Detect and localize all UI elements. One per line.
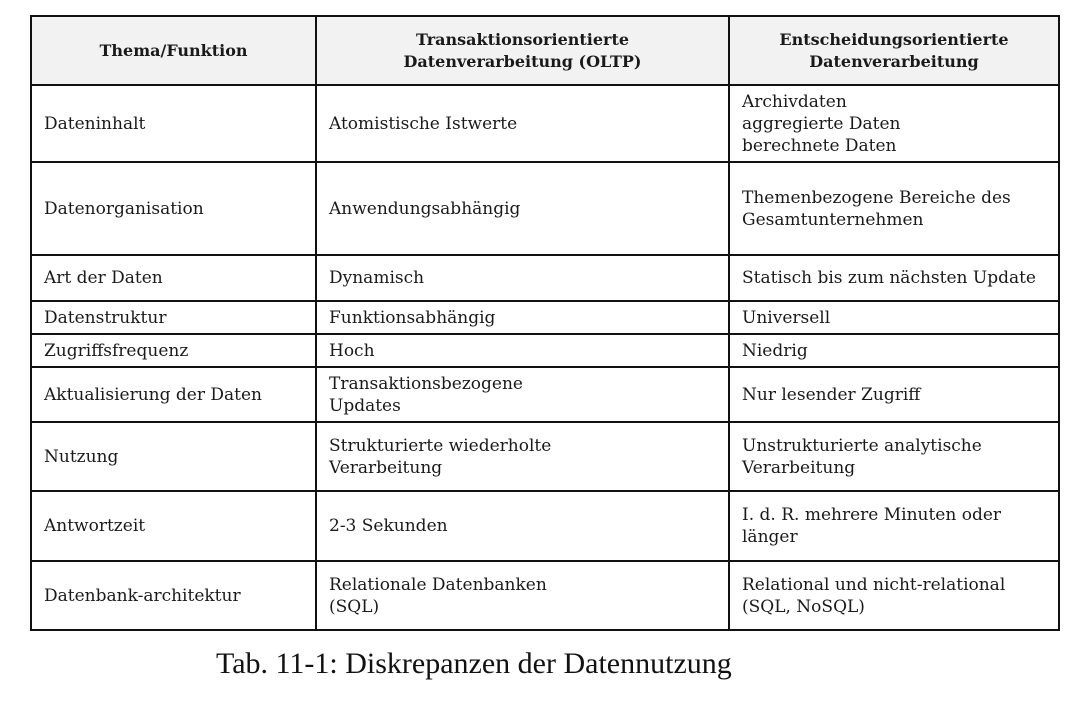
cell-decision: Nur lesender Zugriff [728,366,1060,423]
table-row: Antwortzeit 2-3 Sekunden I. d. R. mehrer… [30,490,1060,562]
cell-topic: Art der Daten [30,254,317,302]
table-row: Dateninhalt Atomistische Istwerte Archiv… [30,84,1060,163]
cell-line: Funktionsabhängig [329,307,496,328]
cell-line: aggregierte Daten [742,113,901,134]
cell-decision: Unstrukturierte analytische Verarbeitung [728,421,1060,492]
table-header-row: Thema/Funktion Transaktionsorientierte D… [30,15,1060,86]
header-oltp: Transaktionsorientierte Datenverarbeitun… [315,15,730,86]
cell-line: Updates [329,395,401,416]
table-row: Zugriffsfrequenz Hoch Niedrig [30,333,1060,368]
table-row: Datenbank-architektur Relationale Datenb… [30,560,1060,631]
header-line: Datenverarbeitung [809,51,979,71]
cell-topic: Aktualisierung der Daten [30,366,317,423]
cell-line: Niedrig [742,340,808,361]
cell-line: Antwortzeit [44,516,146,536]
cell-decision: Archivdaten aggregierte Daten berechnete… [728,84,1060,163]
cell-line: (SQL, NoSQL) [742,596,865,617]
cell-topic: Datenbank-architektur [30,560,317,631]
cell-oltp: Dynamisch [315,254,730,302]
cell-oltp: Hoch [315,333,730,368]
cell-decision: Statisch bis zum nächsten Update [728,254,1060,302]
cell-line: Nutzung [44,446,119,467]
comparison-table-container: Thema/Funktion Transaktionsorientierte D… [30,15,1060,631]
cell-line: Anwendungsabhängig [329,198,521,219]
cell-line: Strukturierte wiederholte [329,435,552,456]
cell-topic: Dateninhalt [30,84,317,163]
cell-line: Datenstruktur [44,307,167,328]
table-caption: Tab. 11-1: Diskrepanzen der Datennutzung [216,647,732,680]
cell-oltp: Anwendungsabhängig [315,161,730,256]
cell-line: Dateninhalt [44,113,146,134]
cell-oltp: Strukturierte wiederholte Verarbeitung [315,421,730,492]
table-row: Aktualisierung der Daten Transaktionsbez… [30,366,1060,423]
cell-oltp: Relationale Datenbanken (SQL) [315,560,730,631]
cell-topic: Nutzung [30,421,317,492]
cell-line: Statisch bis zum nächsten Update [742,268,1036,288]
cell-line: Archivdaten [742,91,847,112]
cell-oltp: Transaktionsbezogene Updates [315,366,730,423]
cell-decision: Themenbezogene Bereiche des Gesamtuntern… [728,161,1060,256]
table-row: Art der Daten Dynamisch Statisch bis zum… [30,254,1060,302]
header-line: Entscheidungsorientierte [779,29,1009,49]
cell-line: Themenbezogene Bereiche des [742,187,1011,208]
cell-line: I. d. R. mehrere Minuten oder [742,505,1002,525]
cell-topic: Datenstruktur [30,300,317,335]
cell-line: Relationale Datenbanken [329,574,547,595]
cell-topic: Antwortzeit [30,490,317,562]
cell-line: Art der Daten [44,268,163,288]
cell-oltp: 2-3 Sekunden [315,490,730,562]
cell-line: Transaktionsbezogene [329,373,523,394]
cell-decision: Universell [728,300,1060,335]
cell-oltp: Funktionsabhängig [315,300,730,335]
cell-line: Dynamisch [329,268,425,288]
header-line: Datenverarbeitung (OLTP) [403,51,642,71]
cell-topic: Datenorganisation [30,161,317,256]
cell-line: Relational und nicht-relational [742,574,1006,595]
table-row: Datenstruktur Funktionsabhängig Universe… [30,300,1060,335]
cell-line: Verarbeitung [742,457,856,478]
cell-line: Verarbeitung [329,457,443,478]
cell-line: berechnete Daten [742,135,897,156]
cell-line: (SQL) [329,596,380,617]
table-row: Nutzung Strukturierte wiederholte Verarb… [30,421,1060,492]
cell-line: Datenorganisation [44,198,204,219]
cell-line: Atomistische Istwerte [329,113,518,134]
cell-line: Nur lesender Zugriff [742,384,921,405]
cell-line: Hoch [329,340,375,361]
cell-oltp: Atomistische Istwerte [315,84,730,163]
cell-line: Universell [742,307,831,328]
header-topic: Thema/Funktion [30,15,317,86]
cell-line: länger [742,527,798,547]
cell-topic: Zugriffsfrequenz [30,333,317,368]
cell-line: Gesamtunternehmen [742,209,924,230]
cell-line: Zugriffsfrequenz [44,340,189,361]
cell-line: Datenbank-architektur [44,585,241,606]
cell-line: Aktualisierung der Daten [44,384,262,405]
header-line: Transaktionsorientierte [415,29,630,49]
header-line: Thema/Funktion [99,40,248,60]
cell-line: Unstrukturierte analytische [742,435,982,456]
comparison-table: Thema/Funktion Transaktionsorientierte D… [30,15,1060,631]
cell-decision: Relational und nicht-relational (SQL, No… [728,560,1060,631]
header-decision: Entscheidungsorientierte Datenverarbeitu… [728,15,1060,86]
cell-decision: Niedrig [728,333,1060,368]
cell-decision: I. d. R. mehrere Minuten oder länger [728,490,1060,562]
cell-line: 2-3 Sekunden [329,516,448,536]
table-row: Datenorganisation Anwendungsabhängig The… [30,161,1060,256]
